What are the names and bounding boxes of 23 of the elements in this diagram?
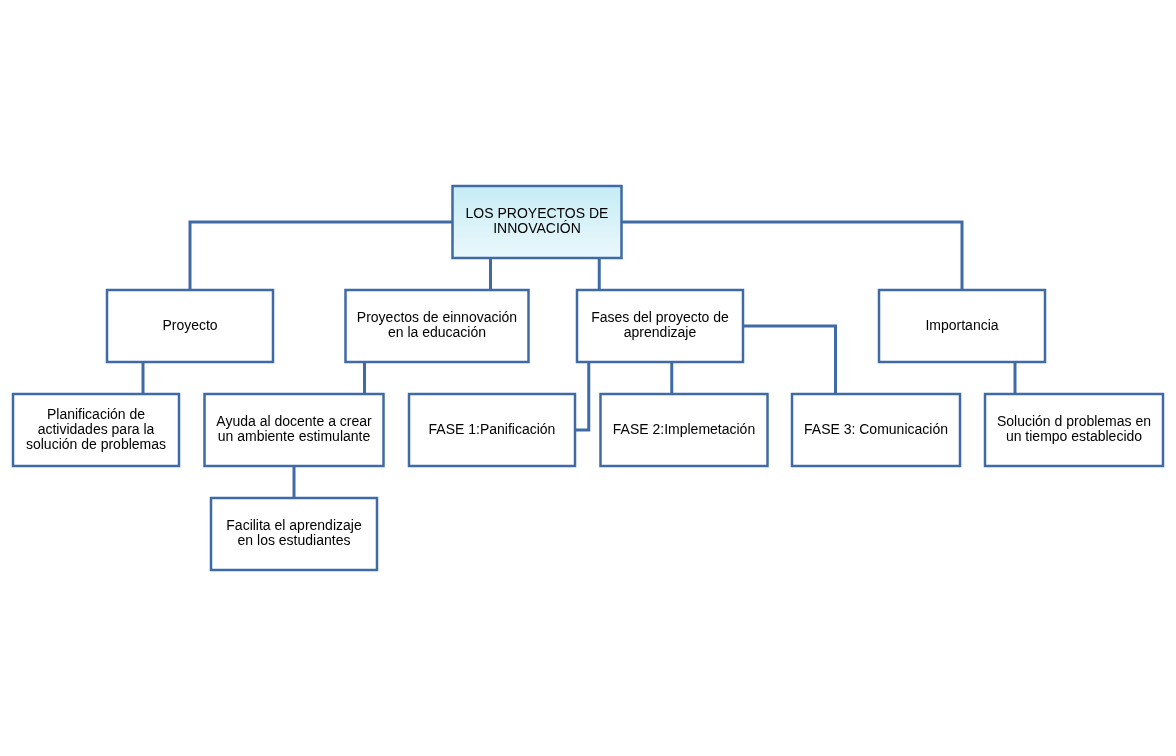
connector xyxy=(1013,362,1017,394)
node-box: Proyectos de einnovación en la educación xyxy=(344,288,530,364)
connector xyxy=(670,362,674,394)
node-box: Importancia xyxy=(877,288,1047,364)
connector xyxy=(575,362,591,432)
connector xyxy=(489,258,492,290)
connector xyxy=(188,220,453,290)
node-box: Planificación de actividades para la solución de problemas xyxy=(11,392,181,468)
node-box: Facilita el aprendizaje en los estudiantes xyxy=(209,496,379,572)
node-box: LOS PROYECTOS DE INNOVACIÓN xyxy=(451,184,623,260)
connector xyxy=(743,324,837,394)
node-box: Ayuda al docente a crear un ambiente estimulante xyxy=(203,392,385,468)
connector xyxy=(621,220,964,290)
connector xyxy=(141,362,145,394)
node-box: Fases del proyecto de aprendizaje xyxy=(575,288,745,364)
node-box: Proyecto xyxy=(105,288,275,364)
node-box: FASE 1:Panificación xyxy=(407,392,577,468)
connector xyxy=(363,362,366,394)
node-box: FASE 3: Comunicación xyxy=(790,392,962,468)
node-box: Solución d problemas en un tiempo establecido xyxy=(983,392,1165,468)
connector xyxy=(597,258,601,290)
node-box: FASE 2:Implemetación xyxy=(599,392,769,468)
connector xyxy=(292,466,296,498)
